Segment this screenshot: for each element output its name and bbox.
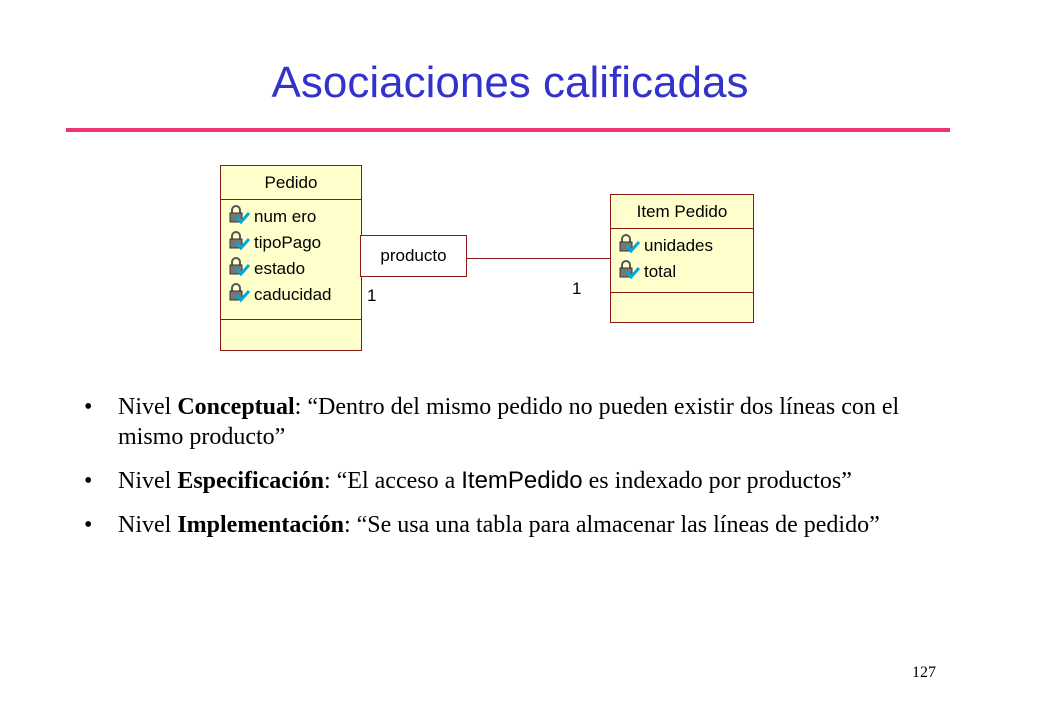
- bullet-class-reference: ItemPedido: [461, 467, 583, 494]
- attribute-label: total: [644, 262, 677, 281]
- bullet-separator: :: [294, 394, 308, 420]
- attribute-label: estado: [254, 259, 306, 278]
- class-pedido-attributes: num ero tipoPago estado caducidad: [221, 200, 361, 320]
- bullet-icon: •: [84, 468, 93, 494]
- class-pedido-name: Pedido: [221, 166, 361, 200]
- attribute-label: caducidad: [254, 285, 332, 304]
- bullet-level-prefix: Nivel: [118, 512, 178, 538]
- bullet-level-prefix: Nivel: [118, 394, 178, 420]
- title-divider: [66, 128, 950, 132]
- bullet-separator: :: [343, 512, 357, 538]
- padlock-attribute-icon: [617, 233, 644, 259]
- bullet-text: “Se usa una tabla para almacenar las lín…: [356, 512, 880, 538]
- attribute-row: num ero: [221, 204, 361, 230]
- qualifier-box[interactable]: producto: [360, 235, 467, 277]
- bullet-especificacion: • Nivel Especificación: “El acceso a Ite…: [84, 466, 964, 496]
- bullet-list: • Nivel Conceptual: “Dentro del mismo pe…: [84, 392, 964, 554]
- bullet-icon: •: [84, 512, 93, 538]
- padlock-attribute-icon: [227, 256, 254, 282]
- bullet-conceptual: • Nivel Conceptual: “Dentro del mismo pe…: [84, 392, 964, 452]
- padlock-attribute-icon: [227, 204, 254, 230]
- attribute-row: total: [611, 259, 753, 285]
- attribute-label: tipoPago: [254, 233, 322, 252]
- bullet-level-name: Implementación: [177, 512, 344, 538]
- bullet-text: es indexado por productos”: [582, 468, 852, 494]
- bullet-icon: •: [84, 394, 93, 420]
- bullet-level-prefix: Nivel: [118, 468, 178, 494]
- class-itempedido-attributes: unidades total: [611, 229, 753, 293]
- slide-title: Asociaciones calificadas: [271, 58, 749, 107]
- padlock-attribute-icon: [617, 259, 644, 285]
- multiplicity-itempedido: 1: [572, 279, 582, 298]
- class-pedido[interactable]: Pedido num ero tipoPago estado caducidad: [220, 165, 362, 351]
- attribute-label: num ero: [254, 207, 317, 226]
- attribute-row: unidades: [611, 233, 753, 259]
- attribute-row: tipoPago: [221, 230, 361, 256]
- multiplicity-pedido: 1: [367, 286, 377, 305]
- bullet-level-name: Conceptual: [177, 394, 295, 420]
- bullet-separator: :: [323, 468, 337, 494]
- class-itempedido-name: Item Pedido: [611, 195, 753, 229]
- attribute-row: caducidad: [221, 282, 361, 308]
- class-itempedido[interactable]: Item Pedido unidades total: [610, 194, 754, 323]
- padlock-attribute-icon: [227, 230, 254, 256]
- page-number: 127: [912, 664, 936, 681]
- bullet-level-name: Especificación: [177, 468, 324, 494]
- association-line[interactable]: [467, 258, 610, 259]
- bullet-implementacion: • Nivel Implementación: “Se usa una tabl…: [84, 510, 964, 540]
- attribute-row: estado: [221, 256, 361, 282]
- bullet-text: “Dentro del mismo pedido no pueden exist…: [118, 394, 900, 450]
- attribute-label: unidades: [644, 236, 714, 255]
- bullet-text: “El acceso a: [336, 468, 462, 494]
- padlock-attribute-icon: [227, 282, 254, 308]
